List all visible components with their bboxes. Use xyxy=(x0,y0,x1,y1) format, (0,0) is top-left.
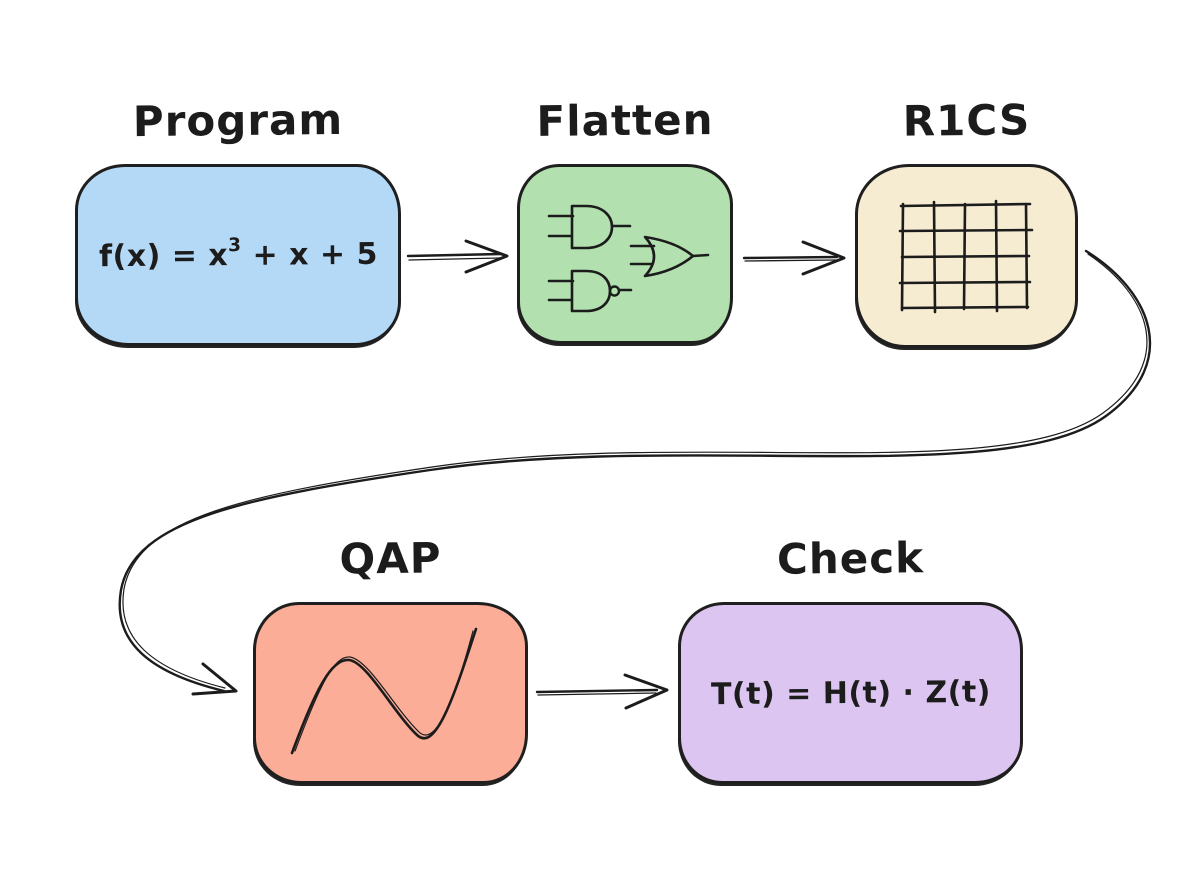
node-flatten xyxy=(517,164,733,344)
program-formula-post: + x + 5 xyxy=(241,236,378,273)
label-r1cs: R1CS xyxy=(902,95,1031,146)
node-program: f(x) = x3 + x + 5 xyxy=(75,164,401,346)
node-check: T(t) = H(t) · Z(t) xyxy=(678,602,1023,784)
check-formula: T(t) = H(t) · Z(t) xyxy=(710,674,991,712)
node-qap xyxy=(253,602,528,784)
label-check: Check xyxy=(776,533,925,584)
label-flatten: Flatten xyxy=(536,95,714,146)
label-program: Program xyxy=(132,94,344,147)
program-formula: f(x) = x3 + x + 5 xyxy=(98,234,378,274)
arrow-flatten-to-r1cs-icon xyxy=(742,240,846,276)
program-formula-pre: f(x) = x xyxy=(98,237,228,274)
node-r1cs xyxy=(855,164,1078,348)
label-qap: QAP xyxy=(339,533,442,584)
arrow-qap-to-check-icon xyxy=(535,673,669,710)
arrow-program-to-flatten-icon xyxy=(406,239,509,274)
program-formula-exponent: 3 xyxy=(227,234,242,256)
